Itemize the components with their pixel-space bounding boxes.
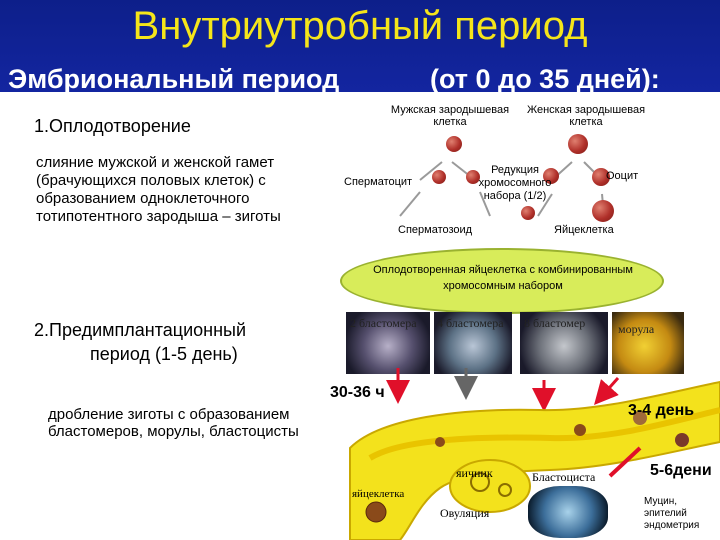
label-spermatozoid: Сперматозоид xyxy=(398,224,473,236)
label-ovary: яичник xyxy=(456,466,493,480)
stage-image-2-blastomeres xyxy=(346,312,430,374)
slide-title: Внутриутробный период xyxy=(132,4,588,48)
time-label-30-36h: 30-36 ч xyxy=(330,384,385,401)
label-male-cell: Мужская зародышевая клетка xyxy=(390,104,510,128)
oocyte-cell xyxy=(592,168,610,186)
stage-label-4: 4 бластомера xyxy=(437,316,504,330)
fallopian-tube-diagram xyxy=(349,380,720,540)
stage-label-8: 8 бластомер xyxy=(524,316,586,330)
time-label-3-4-day: 3-4 день xyxy=(628,402,695,419)
section1-title: 1.Оплодотворение xyxy=(34,116,191,136)
oocyte-cell xyxy=(543,168,559,184)
section2-title-line1: 2.Предимплантационный xyxy=(34,320,247,340)
label-blastocyst: Бластоциста xyxy=(532,470,596,484)
egg-cell xyxy=(592,200,614,222)
stage-image-4-blastomeres xyxy=(434,312,512,374)
label-mucin: Муцин, эпителий эндометрия xyxy=(644,496,700,531)
stage-label-morula: морула xyxy=(618,322,655,336)
stage-label-2: 2 бластомера xyxy=(350,316,417,330)
label-ovulation: Овуляция xyxy=(440,506,490,520)
spermatocyte-cell xyxy=(432,170,446,184)
label-egg: Яйцеклетка xyxy=(554,224,614,236)
section1-description: слияние мужской и женской гамет (брачующ… xyxy=(36,154,281,225)
label-spermatocyte: Сперматоцит xyxy=(344,176,413,188)
stage-image-8-blastomeres xyxy=(520,312,608,374)
label-reduction: Редукция хромосомного набора (1/2) xyxy=(478,164,552,202)
subtitle-right: (от 0 до 35 дней): xyxy=(430,64,660,94)
section2-title-line2: период (1-5 день) xyxy=(90,344,238,364)
section3-description: дробление зиготы с образованием бластоме… xyxy=(48,406,299,440)
label-oocyte: Ооцит xyxy=(606,170,639,182)
female-germ-cell xyxy=(568,134,588,154)
label-female-cell: Женская зародышевая клетка xyxy=(526,104,646,128)
stage-image-morula xyxy=(612,312,684,374)
label-fertilized-egg: Оплодотворенная яйцеклетка с комбинирова… xyxy=(373,264,633,292)
polar-body-cell xyxy=(521,206,535,220)
fertilized-egg-ellipse xyxy=(340,248,664,314)
spermatocyte-cell xyxy=(466,170,480,184)
gametogenesis-arrows xyxy=(399,161,605,217)
section2-title: 2.Предимплантационный период (1-5 день) xyxy=(34,318,334,366)
label-egg-cell: яйцеклетка xyxy=(352,488,405,500)
time-label-5-6-day: 5-6дени xyxy=(650,462,712,479)
blastocyst-image xyxy=(528,486,608,538)
male-germ-cell xyxy=(446,136,462,152)
subtitle-left: Эмбриональный период xyxy=(8,64,340,94)
stage-arrows xyxy=(386,368,620,412)
